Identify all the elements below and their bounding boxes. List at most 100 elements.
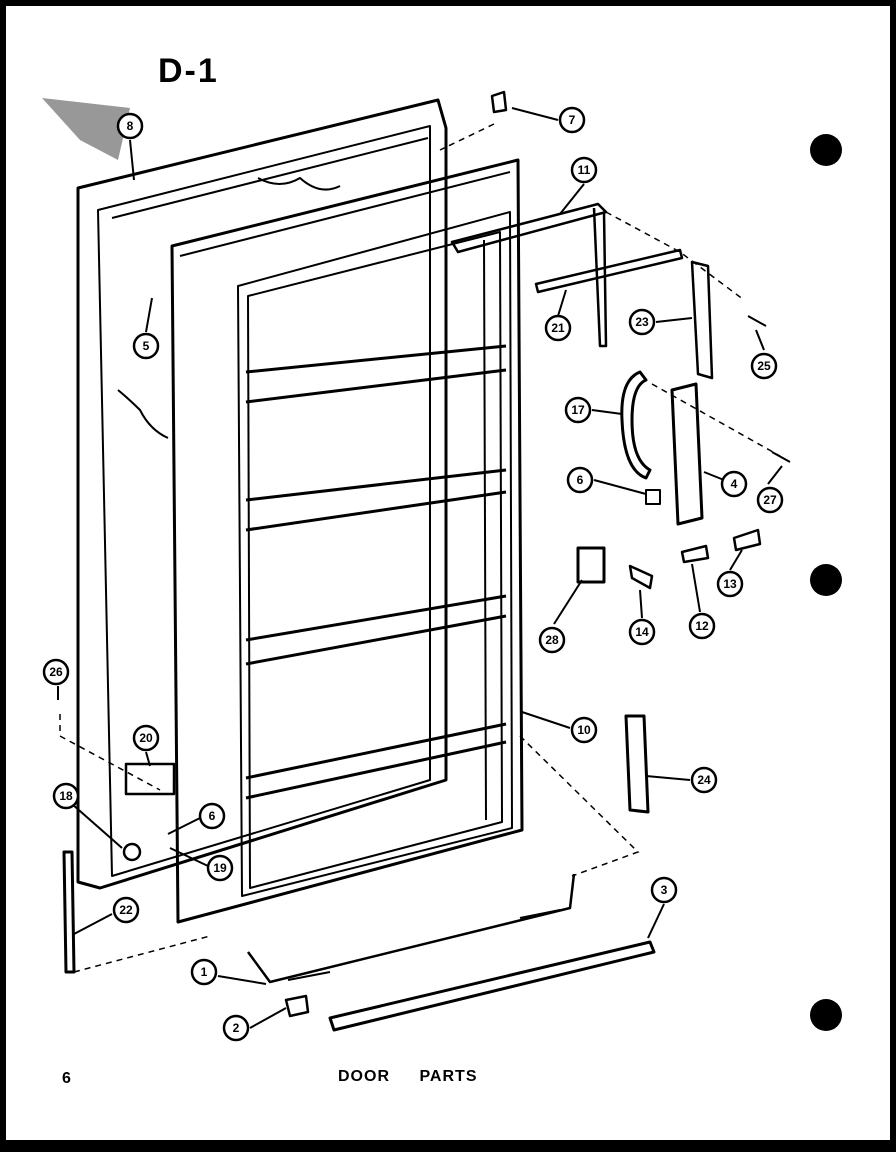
gasket-24 xyxy=(624,714,650,814)
callout-c19: 19 xyxy=(206,854,234,882)
callout-circle xyxy=(650,876,678,904)
document-title: DOOR PARTS xyxy=(338,1068,478,1085)
callout-circle xyxy=(564,396,592,424)
block-8 xyxy=(645,489,661,505)
callout-c2: 2 xyxy=(222,1014,250,1042)
callout-number: 14 xyxy=(635,625,649,639)
callout-circle xyxy=(756,486,784,514)
callout-c7: 7 xyxy=(558,106,586,134)
callout-c24: 24 xyxy=(690,766,718,794)
callout-c28: 28 xyxy=(538,626,566,654)
callout-circle xyxy=(132,332,160,360)
callout-circle xyxy=(190,958,218,986)
callout-circle xyxy=(720,470,748,498)
callout-c23: 23 xyxy=(628,308,656,336)
callout-circle xyxy=(750,352,778,380)
callout-number: 1 xyxy=(201,965,208,979)
hinge-23 xyxy=(690,260,714,380)
callout-circle xyxy=(628,308,656,336)
callout-c13: 13 xyxy=(716,570,744,598)
callout-c5: 5 xyxy=(132,332,160,360)
callout-c1: 1 xyxy=(190,958,218,986)
callout-circle xyxy=(628,618,656,646)
callout-number: 22 xyxy=(119,903,133,917)
callout-number: 25 xyxy=(757,359,771,373)
callout-number: 8 xyxy=(127,119,134,133)
callout-circle xyxy=(570,156,598,184)
callout-c8: 8 xyxy=(116,112,144,140)
callout-number: 24 xyxy=(697,773,711,787)
callout-circle xyxy=(690,766,718,794)
callout-c27: 27 xyxy=(756,486,784,514)
trim-3 xyxy=(328,940,656,1032)
callout-circle xyxy=(52,782,80,810)
callout-circle xyxy=(688,612,716,640)
callout-c6b: 6 xyxy=(566,466,594,494)
callout-c10: 10 xyxy=(570,716,598,744)
rail-21 xyxy=(534,248,684,294)
callout-number: 13 xyxy=(723,577,737,591)
callout-number: 19 xyxy=(213,861,227,875)
callout-circle xyxy=(558,106,586,134)
back-door-panel xyxy=(76,98,448,890)
callout-number: 21 xyxy=(551,321,565,335)
callout-c3: 3 xyxy=(650,876,678,904)
callout-number: 17 xyxy=(571,403,585,417)
callout-number: 12 xyxy=(695,619,709,633)
callout-number: 5 xyxy=(143,339,150,353)
callout-circle xyxy=(112,896,140,924)
callout-c9: 9 xyxy=(0,0,7,3)
roller-18 xyxy=(122,842,142,862)
clip-7 xyxy=(490,90,508,114)
callout-circle xyxy=(116,112,144,140)
callout-c22: 22 xyxy=(112,896,140,924)
callout-circle xyxy=(716,570,744,598)
callout-number: 6 xyxy=(577,473,584,487)
callout-number: 4 xyxy=(731,477,738,491)
binder-hole-top xyxy=(810,134,842,166)
handle-17 xyxy=(620,370,652,480)
callout-leaders xyxy=(57,107,783,1029)
screw-25 xyxy=(747,315,767,327)
leader-lines xyxy=(59,123,781,973)
callout-circle xyxy=(222,1014,250,1042)
callout-number: 6 xyxy=(209,809,216,823)
callout-circle xyxy=(206,854,234,882)
page-number: 6 xyxy=(62,1070,71,1087)
callout-layer: 1234566781011121314171819202122232425262… xyxy=(0,0,784,1042)
callout-c6a: 6 xyxy=(198,802,226,830)
callout-circle xyxy=(538,626,566,654)
callout-number: 11 xyxy=(578,163,591,177)
callout-c20: 20 xyxy=(132,724,160,752)
callout-c21: 21 xyxy=(544,314,572,342)
binder-hole-middle xyxy=(810,564,842,596)
callout-c12: 12 xyxy=(688,612,716,640)
callout-c17: 17 xyxy=(564,396,592,424)
callout-c18: 18 xyxy=(52,782,80,810)
handle-plate-4 xyxy=(670,382,704,526)
callout-c14: 14 xyxy=(628,618,656,646)
callout-circle xyxy=(566,466,594,494)
callout-circle xyxy=(132,724,160,752)
callout-number: 27 xyxy=(763,493,777,507)
callout-circle xyxy=(544,314,572,342)
block-28 xyxy=(576,546,606,584)
callout-number: 2 xyxy=(233,1021,240,1035)
callout-number: 3 xyxy=(661,883,668,897)
callout-circle xyxy=(42,658,70,686)
callout-circle xyxy=(570,716,598,744)
callout-c25: 25 xyxy=(750,352,778,380)
diagram-id: D-1 xyxy=(158,52,219,90)
callout-c26: 26 xyxy=(42,658,70,686)
binder-hole-bottom xyxy=(810,999,842,1031)
callout-number: 18 xyxy=(59,789,73,803)
door-shelves xyxy=(245,344,507,800)
callout-number: 23 xyxy=(635,315,649,329)
callout-number: 20 xyxy=(139,731,153,745)
shading-blot xyxy=(42,98,130,160)
key-13 xyxy=(732,528,762,552)
callout-circle xyxy=(198,802,226,830)
rod-1 xyxy=(246,873,576,984)
